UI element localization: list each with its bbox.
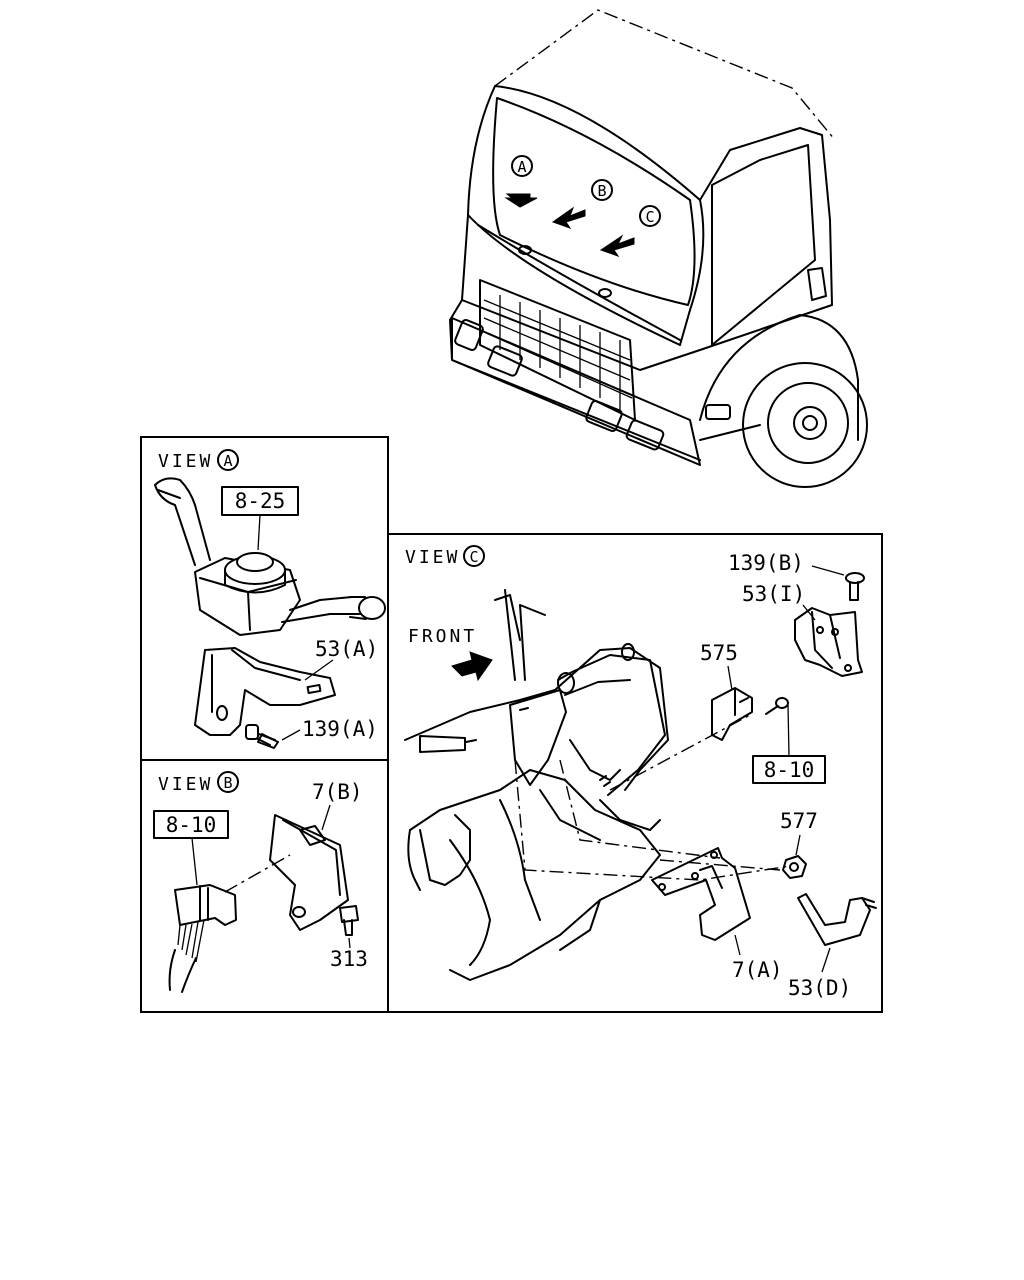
view-a-heading: VIEW A [158,449,239,472]
label-313: 313 [330,947,368,971]
bracket-53d-illustration [797,893,877,946]
label-7b: 7(B) [312,780,363,804]
bracket-53a-illustration [194,647,336,736]
view-b-heading: VIEW B [158,771,239,795]
label-53a: 53(A) [315,637,378,661]
clip-575-illustration [711,687,753,741]
nut-577-illustration [782,855,807,879]
label-575: 575 [700,641,738,665]
svg-text:8-10: 8-10 [764,758,815,782]
bracket-7b-illustration [269,814,349,931]
combination-switch-illustration [154,477,386,636]
view-c-frame [387,533,883,1013]
truck-marker-a: A [504,155,538,208]
svg-text:A: A [223,452,232,470]
label-7a: 7(A) [732,958,783,982]
bolt-139a-illustration [245,724,279,749]
ref-8-10-b-box: 8-10 [153,810,229,886]
bracket-53i-illustration [794,607,863,677]
label-577: 577 [780,809,818,833]
ref-8-10-c-box: 8-10 [752,704,826,784]
svg-text:VIEW: VIEW [158,451,213,472]
svg-text:B: B [223,774,232,792]
svg-text:C: C [645,208,654,226]
svg-text:8-25: 8-25 [235,489,286,513]
bracket-7a-illustration [651,847,751,941]
label-53d: 53(D) [788,976,851,1000]
view-c-heading: VIEW C [405,545,485,568]
svg-text:C: C [469,548,478,566]
bolt-139b-illustration [845,572,865,601]
connector-illustration [168,854,291,993]
screw-illustration [765,697,789,715]
label-139a: 139(A) [302,717,378,741]
truck-marker-b: B [551,179,613,229]
svg-text:A: A [517,158,526,176]
label-139b: 139(B) [728,551,804,575]
svg-text:VIEW: VIEW [405,547,460,568]
svg-text:VIEW: VIEW [158,774,213,795]
truck-cab-illustration [449,9,868,488]
svg-text:8-10: 8-10 [166,813,217,837]
engine-and-ecu-illustration [404,589,669,981]
bolt-313-illustration [339,905,359,936]
label-front: FRONT [408,626,477,647]
ref-8-25-box: 8-25 [221,486,299,551]
label-53i: 53(I) [742,582,805,606]
front-arrow-icon [451,651,493,682]
truck-marker-c: C [599,205,661,257]
svg-text:B: B [597,182,606,200]
